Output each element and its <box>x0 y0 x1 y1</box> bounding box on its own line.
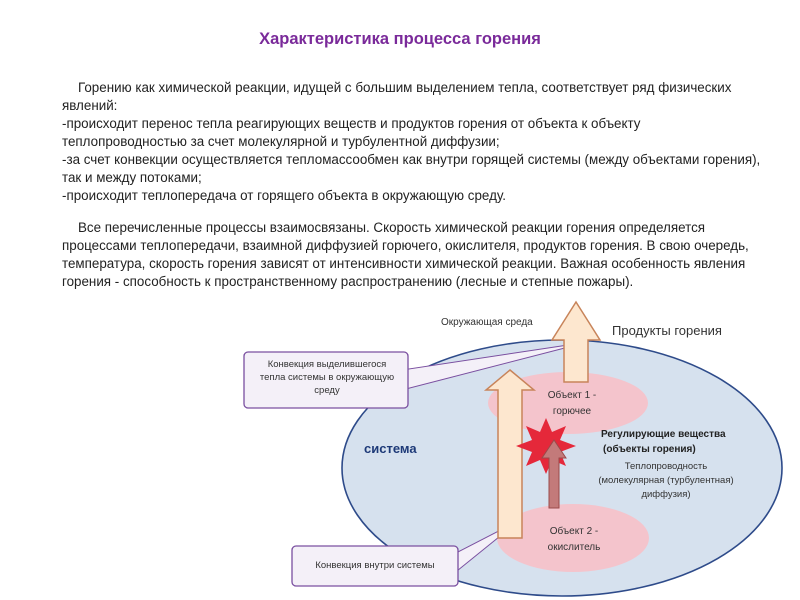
page-title: Характеристика процесса горения <box>259 30 541 48</box>
reagents-label: Регулирующие вещества (объекты горения) <box>601 429 726 455</box>
combustion-flash-icon <box>516 418 576 474</box>
callout-top-box <box>243 351 409 409</box>
conduction-label: Теплопроводность (молекулярная (турбулен… <box>598 461 734 500</box>
phenomenon-item-2: -за счет конвекции осуществляется теплом… <box>62 152 761 185</box>
system-label: система <box>364 441 417 456</box>
object-2-ellipse <box>497 504 649 572</box>
object-1-label: Объект 1 - горючее <box>547 390 597 417</box>
summary-paragraph: Все перечисленные процессы взаимосвязаны… <box>62 220 749 289</box>
intro-paragraph: Горению как химической реакции, идущей с… <box>62 79 762 205</box>
callout-top-text: Конвекция выделившегося тепла системы в … <box>259 359 395 396</box>
callout-bottom-text: Конвекция внутри системы <box>315 560 435 571</box>
environment-label: Окружающая среда <box>441 317 533 328</box>
products-label: Продукты горения <box>612 323 722 338</box>
conduction-arrow <box>541 439 567 509</box>
convection-arrow <box>483 369 537 539</box>
phenomenon-item-1: -происходит перенос тепла реагирующих ве… <box>62 116 641 149</box>
object-2-label: Объект 2 - окислитель <box>547 526 601 553</box>
callout-bottom-box <box>291 545 459 587</box>
products-arrow <box>550 300 602 383</box>
intro-text: Горению как химической реакции, идущей с… <box>62 80 732 113</box>
phenomenon-item-3: -происходит теплопередача от горящего об… <box>62 188 506 203</box>
